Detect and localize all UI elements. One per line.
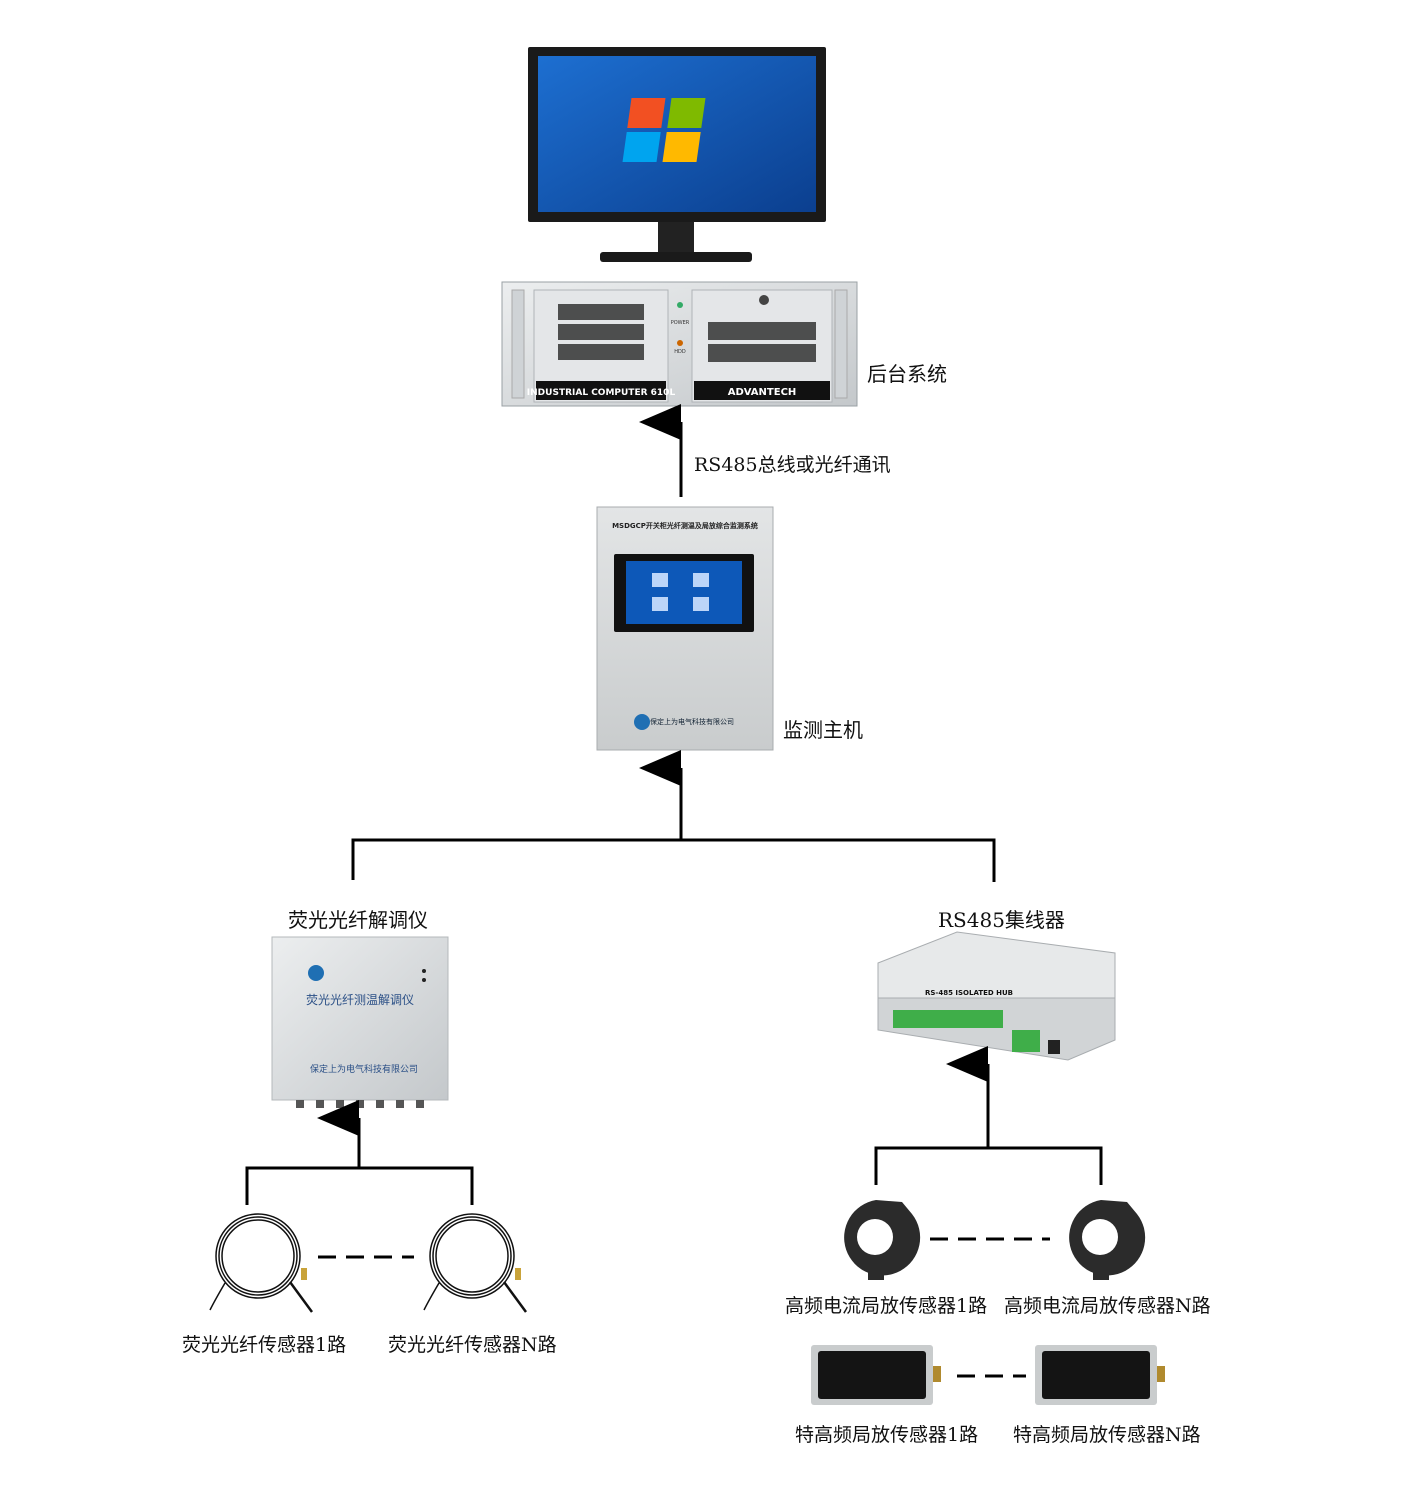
uhf-sensor-1-label: 特高频局放传感器1路 [795,1424,979,1446]
hf-sensor-1-image [844,1200,921,1280]
fiber-sensor-bus [245,1166,474,1205]
demod-company-text: 保定上为电气科技有限公司 [310,1063,418,1075]
uhf-sensor-n-label: 特高频局放传感器N路 [1013,1424,1201,1446]
hf-sensor-1-label: 高频电流局放传感器1路 [785,1295,988,1317]
hf-sensor-n-image [1069,1200,1146,1280]
industrial-computer-image [501,281,858,407]
hf-sensor-n-label: 高频电流局放传感器N路 [1004,1295,1211,1317]
host-company-text: 保定上为电气科技有限公司 [650,717,734,726]
uhf-sensor-n-image [1035,1345,1165,1405]
hf-sensor-bus [874,1146,1103,1185]
monitoring-host-image [596,506,774,751]
demod-title-text: 荧光光纤测温解调仪 [306,993,414,1007]
fiber-sensor-1-label: 荧光光纤传感器1路 [182,1334,347,1356]
demodulator-label: 荧光光纤解调仪 [288,908,428,932]
ipc-hdd-text: HDD [674,349,686,355]
monitor-image [528,47,826,262]
hub-title-text: RS-485 ISOLATED HUB [925,989,1013,997]
fiber-sensor-1-image [209,1213,314,1313]
backend-label: 后台系统 [867,362,947,386]
uhf-sensor-1-image [811,1345,941,1405]
fiber-sensor-n-label: 荧光光纤传感器N路 [388,1334,557,1356]
ipc-power-text: POWER [671,320,690,326]
ipc-brand-text: ADVANTECH [728,387,797,398]
hub-label: RS485集线器 [938,908,1065,932]
demodulator-image [271,936,449,1108]
edge-host-to-backend-label: RS485总线或光纤通讯 [694,454,891,476]
bus-bar [351,838,996,882]
monitor-host-label: 监测主机 [783,718,863,742]
fiber-sensor-n-image [423,1213,528,1313]
rs485-hub-image [877,931,1116,1061]
host-title-text: MSDGCP开关柜光纤测温及局放综合监测系统 [612,521,758,530]
ipc-badge-text: INDUSTRIAL COMPUTER 610L [527,388,676,398]
